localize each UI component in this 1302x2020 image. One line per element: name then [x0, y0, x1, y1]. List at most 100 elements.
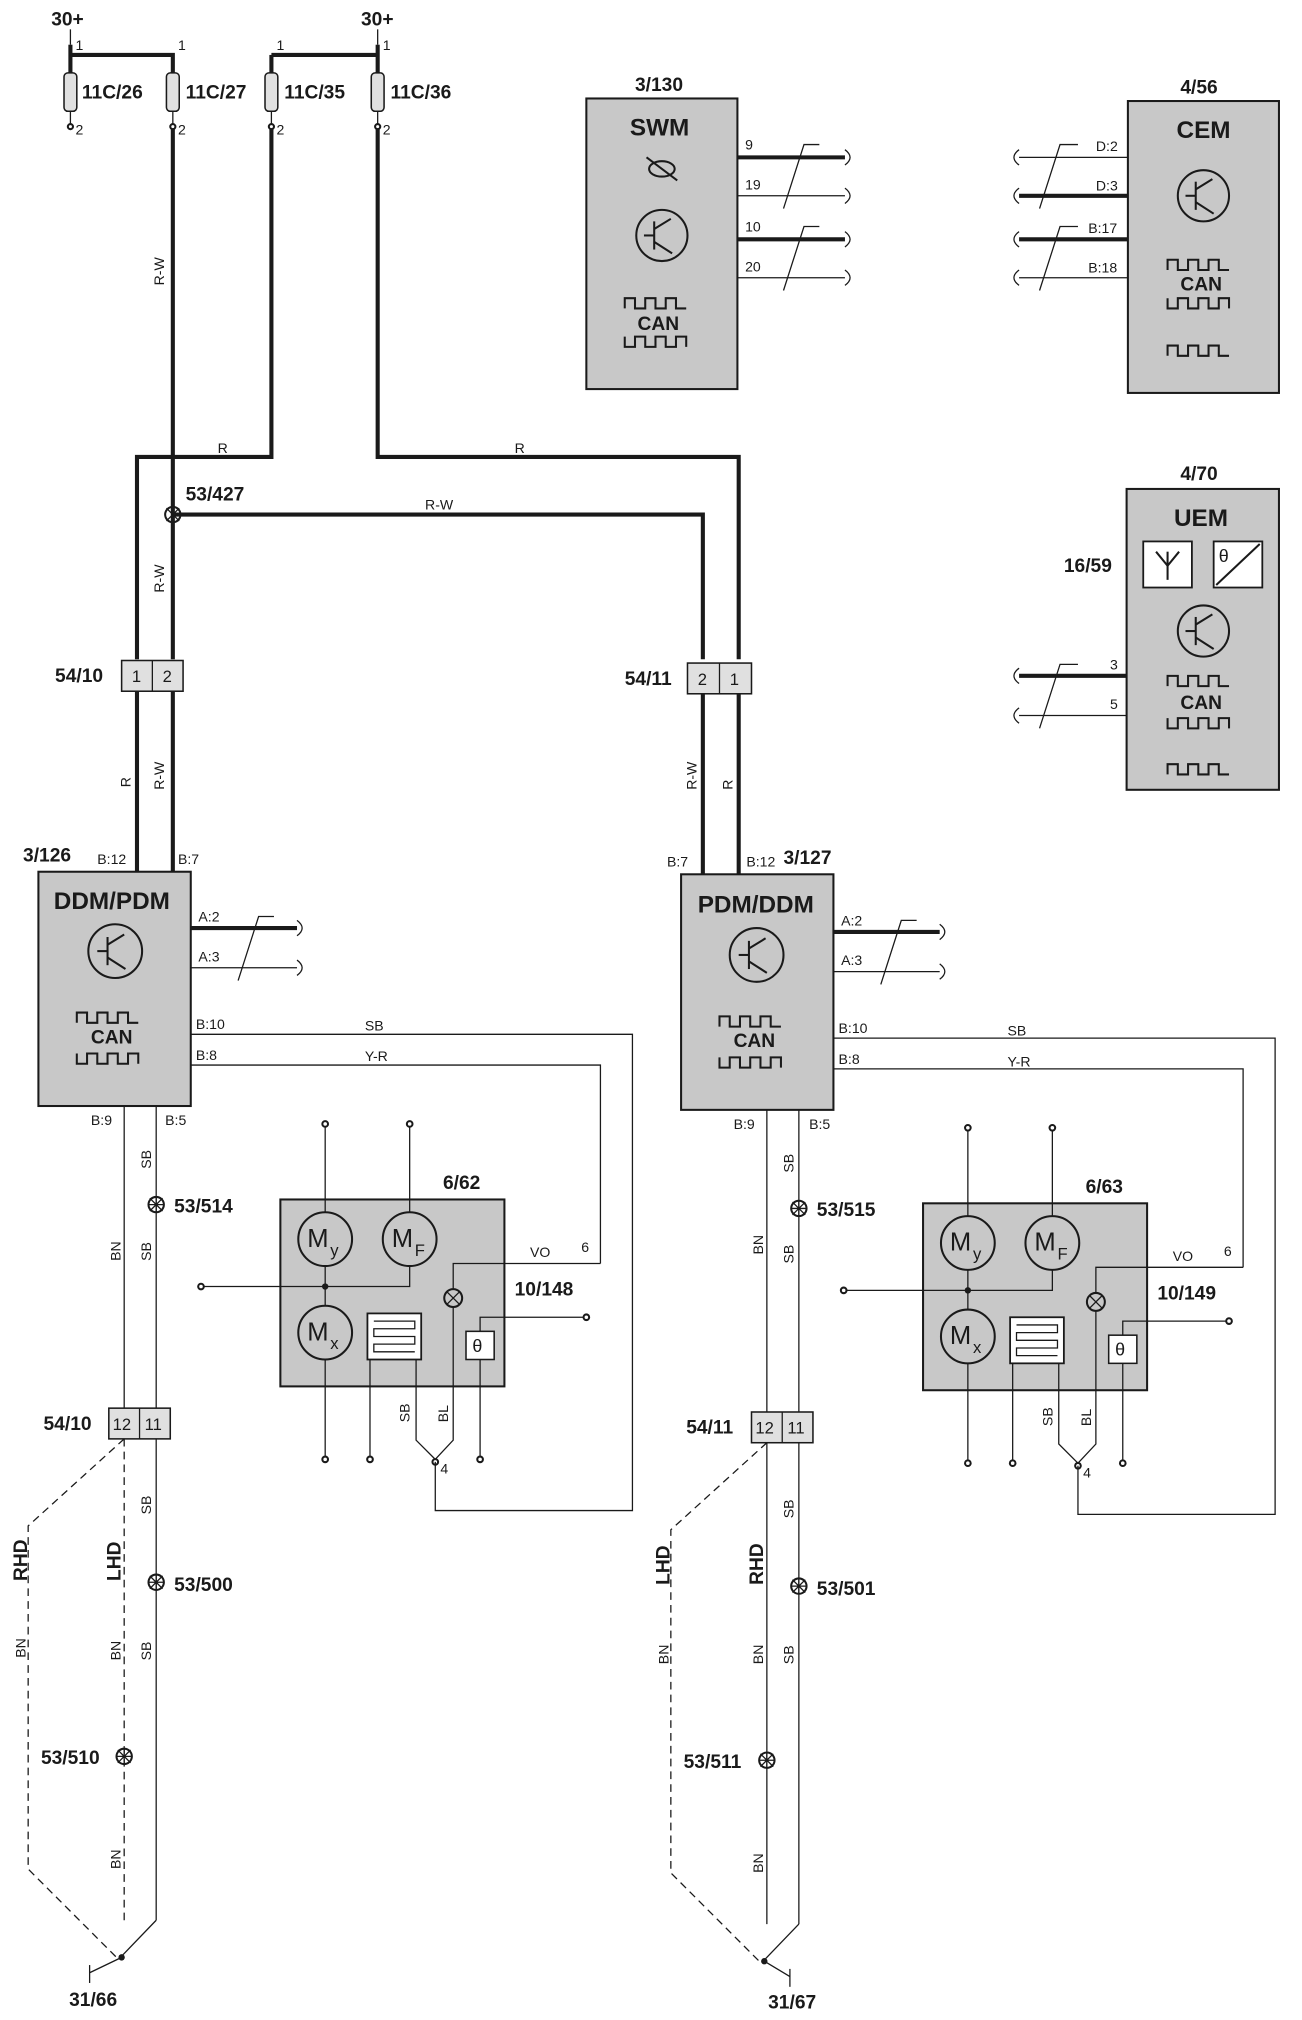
svg-text:B:5: B:5 [165, 1112, 186, 1128]
transistor-icon [1176, 169, 1231, 223]
svg-text:y: y [973, 1245, 982, 1264]
fuse-11c-35: 1 2 11C/35 [264, 37, 345, 137]
svg-text:BN: BN [750, 1235, 766, 1255]
svg-text:R-W: R-W [425, 496, 454, 512]
svg-text:3: 3 [1110, 656, 1118, 672]
svg-text:3/130: 3/130 [635, 75, 683, 96]
svg-text:11: 11 [145, 1415, 162, 1434]
svg-text:54/11: 54/11 [686, 1418, 733, 1439]
svg-text:11C/26: 11C/26 [82, 82, 143, 103]
svg-text:2: 2 [383, 121, 391, 137]
svg-text:5: 5 [1110, 696, 1118, 712]
module-pdm-ddm: B:7 B:12 3/127 PDM/DDM CAN A:2 A:3 B:10 … [667, 848, 868, 1132]
supply-label-right: 30+ [361, 9, 394, 30]
svg-text:M: M [307, 1318, 328, 1346]
svg-text:B:18: B:18 [1088, 260, 1117, 276]
module-uem: 4/70 UEM θ 16/59 CAN 3 5 [1064, 464, 1280, 791]
svg-text:BL: BL [435, 1405, 451, 1422]
svg-text:6/62: 6/62 [443, 1173, 480, 1194]
splice-53-511: 53/511 [684, 1751, 776, 1773]
svg-text:B:9: B:9 [91, 1112, 112, 1128]
svg-text:R-W: R-W [151, 761, 167, 790]
svg-text:CAN: CAN [734, 1031, 776, 1052]
heater-element-icon [366, 1312, 423, 1361]
svg-text:CAN: CAN [91, 1027, 133, 1048]
svg-text:BN: BN [107, 1849, 123, 1869]
heater-element-icon [1009, 1316, 1065, 1365]
svg-text:10: 10 [745, 219, 761, 235]
horn-icon [645, 156, 678, 182]
svg-text:54/10: 54/10 [44, 1414, 92, 1435]
svg-text:4: 4 [1083, 1464, 1091, 1480]
svg-text:11C/35: 11C/35 [284, 82, 345, 103]
variant-lhd-left: LHD [104, 1541, 125, 1581]
svg-text:SB: SB [781, 1154, 797, 1173]
thermistor-icon: θ [1107, 1334, 1138, 1365]
variant-lhd-right: LHD [654, 1545, 675, 1585]
svg-text:R: R [719, 780, 735, 790]
svg-text:31/67: 31/67 [768, 1993, 816, 2014]
svg-text:y: y [330, 1241, 339, 1260]
svg-text:M: M [950, 1229, 971, 1257]
svg-text:1: 1 [730, 670, 739, 689]
splice-53-427: 53/427 [164, 484, 245, 524]
svg-text:11: 11 [787, 1419, 804, 1438]
svg-text:1: 1 [76, 37, 84, 53]
svg-text:BN: BN [107, 1641, 123, 1661]
svg-text:6: 6 [1224, 1243, 1232, 1259]
transistor-icon [728, 927, 785, 983]
svg-text:B:8: B:8 [839, 1051, 860, 1067]
svg-text:2: 2 [163, 667, 172, 686]
svg-text:Y-R: Y-R [1008, 1053, 1031, 1069]
fuse-11c-36: 1 2 11C/36 [370, 37, 451, 137]
svg-text:F: F [415, 1241, 425, 1260]
svg-text:3/127: 3/127 [784, 848, 832, 869]
splice-53-501: 53/501 [790, 1577, 876, 1600]
fuse-11c-27: 1 2 11C/27 [165, 37, 246, 137]
antenna-icon [1155, 551, 1180, 580]
svg-text:R: R [515, 440, 525, 456]
svg-text:4/70: 4/70 [1180, 464, 1217, 485]
svg-text:R: R [118, 777, 134, 787]
svg-text:BN: BN [655, 1645, 671, 1665]
connector-54-11-bottom: 54/11 12 11 [686, 1411, 814, 1444]
svg-text:SB: SB [781, 1499, 797, 1518]
svg-text:2: 2 [277, 121, 285, 137]
svg-text:4/56: 4/56 [1180, 77, 1217, 98]
svg-text:2: 2 [76, 121, 84, 137]
svg-text:VO: VO [1173, 1248, 1193, 1264]
svg-text:53/427: 53/427 [186, 484, 245, 505]
svg-text:F: F [1057, 1245, 1067, 1264]
svg-text:D:3: D:3 [1096, 178, 1118, 194]
svg-text:Y-R: Y-R [365, 1048, 388, 1064]
mirror-unit-6-63: 6/63 M y M F M x θ VO 6 1 [922, 1177, 1232, 1480]
svg-text:11C/36: 11C/36 [390, 82, 451, 103]
connector-54-11-top: 54/11 2 1 [625, 662, 753, 695]
svg-text:53/501: 53/501 [817, 1579, 876, 1600]
svg-text:B:9: B:9 [734, 1116, 755, 1132]
svg-text:19: 19 [745, 176, 761, 192]
svg-text:1: 1 [277, 37, 285, 53]
can-signal-icon [1166, 258, 1230, 272]
connector-54-10-bottom: 54/10 12 11 [44, 1407, 172, 1440]
svg-text:54/11: 54/11 [625, 669, 672, 690]
svg-text:SWM: SWM [630, 115, 689, 142]
module-swm: 3/130 SWM CAN 9 19 10 20 [585, 75, 761, 391]
svg-text:B:10: B:10 [839, 1020, 868, 1036]
module-ddm-pdm: 3/126 B:12 B:7 DDM/PDM CAN A:2 A:3 B:10 … [23, 845, 225, 1128]
svg-text:53/514: 53/514 [174, 1196, 233, 1217]
svg-text:2: 2 [698, 670, 707, 689]
svg-text:B:8: B:8 [196, 1047, 217, 1063]
svg-text:6/63: 6/63 [1086, 1177, 1123, 1198]
svg-text:53/515: 53/515 [817, 1200, 876, 1221]
svg-text:CAN: CAN [1180, 693, 1222, 714]
svg-text:CAN: CAN [1180, 275, 1222, 296]
splice-53-514: 53/514 [147, 1195, 233, 1217]
svg-text:SB: SB [1008, 1023, 1027, 1039]
svg-text:CAN: CAN [638, 314, 680, 335]
svg-text:A:3: A:3 [198, 948, 219, 964]
splice-53-515: 53/515 [790, 1199, 876, 1221]
supply-label-left: 30+ [51, 9, 84, 30]
mirror-unit-6-62: 6/62 M y M F M x θ VO 6 1 [279, 1173, 589, 1476]
